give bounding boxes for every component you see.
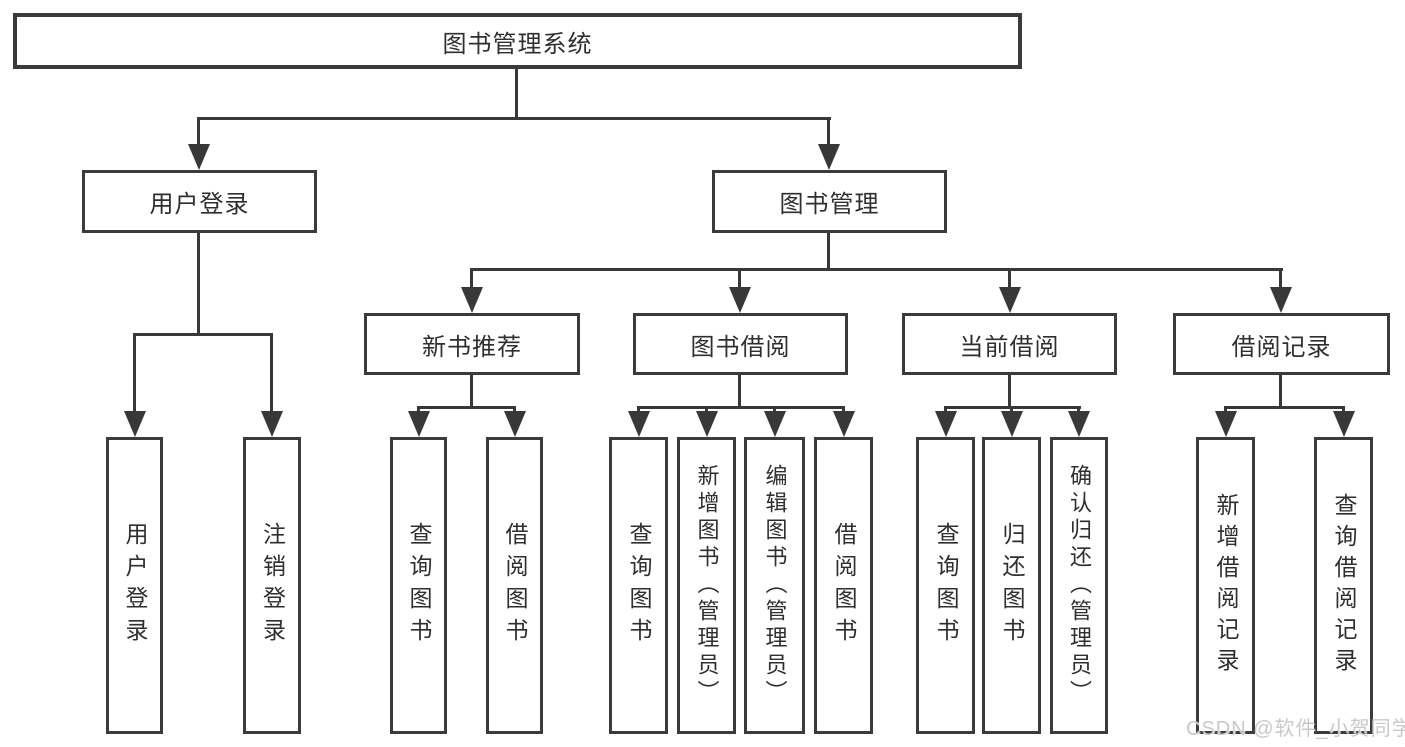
node-new-book-recommend: 新书推荐: [364, 313, 580, 375]
node-label: 图书管理: [779, 191, 880, 218]
node-logout-operation: 注销登录: [243, 437, 301, 734]
connector-line: [773, 406, 776, 415]
node-login-operation: 用户登录: [106, 437, 163, 734]
connector-line: [470, 268, 1283, 271]
connector-line: [705, 406, 708, 415]
node-record-query-borrow-record: 查询借阅记录: [1314, 437, 1373, 734]
arrow-down-icon: [504, 411, 526, 437]
connector-line: [738, 375, 741, 408]
node-label: 图书管理系统: [442, 30, 593, 58]
arrow-down-icon: [628, 411, 650, 437]
node-borrow-query-books: 查询图书: [609, 437, 668, 734]
connector-line: [270, 333, 273, 413]
connector-line: [637, 406, 845, 409]
node-label: 归还图书: [999, 521, 1025, 650]
node-label: 用户登录: [122, 521, 148, 650]
arrow-down-icon: [261, 411, 283, 437]
connector-line: [1077, 406, 1080, 415]
arrow-down-icon: [818, 144, 840, 170]
connector-line: [827, 233, 830, 270]
connector-line: [1279, 268, 1282, 290]
arrow-down-icon: [1270, 287, 1292, 313]
node-borrow-add-books-admin: 新增图书（管理员）: [677, 437, 736, 734]
node-current-borrow: 当前借阅: [902, 313, 1117, 375]
node-label: 查询借阅记录: [1331, 492, 1357, 679]
node-label: 查询图书: [933, 521, 959, 650]
connector-line: [197, 117, 200, 147]
connector-line: [827, 117, 830, 147]
node-book-management: 图书管理: [712, 170, 947, 233]
connector-line: [842, 406, 845, 415]
node-label: 确认归还（管理员）: [1067, 464, 1092, 707]
arrow-down-icon: [999, 287, 1021, 313]
node-label: 注销登录: [259, 521, 286, 650]
node-record-add-borrow-record: 新增借阅记录: [1196, 437, 1255, 734]
arrow-down-icon: [764, 411, 786, 437]
node-user-login: 用户登录: [82, 170, 317, 233]
connector-line: [1279, 375, 1282, 408]
arrow-down-icon: [1001, 411, 1023, 437]
connector-line: [1008, 268, 1011, 290]
connector-line: [1342, 406, 1345, 415]
connector-line: [470, 375, 473, 408]
connector-line: [470, 268, 473, 290]
node-current-confirm-return-admin: 确认归还（管理员）: [1050, 437, 1108, 734]
connector-line: [417, 406, 516, 409]
arrow-down-icon: [461, 287, 483, 313]
watermark: CSDN @软件_小贺同学: [1186, 718, 1405, 740]
node-label: 查询图书: [406, 521, 432, 650]
node-label: 新书推荐: [422, 333, 522, 361]
node-label: 查询图书: [626, 521, 652, 650]
arrow-down-icon: [1068, 411, 1090, 437]
connector-line: [513, 406, 516, 415]
connector-line: [738, 268, 741, 290]
node-borrow-record: 借阅记录: [1173, 313, 1390, 375]
node-recommend-query-books: 查询图书: [390, 437, 447, 734]
arrow-down-icon: [833, 411, 855, 437]
arrow-down-icon: [408, 411, 430, 437]
node-label: 借阅记录: [1231, 333, 1332, 361]
arrow-down-icon: [1333, 411, 1355, 437]
connector-line: [944, 406, 947, 415]
arrow-down-icon: [124, 411, 146, 437]
node-label: 借阅图书: [831, 521, 857, 650]
node-label: 用户登录: [149, 191, 250, 218]
connector-line: [637, 406, 640, 415]
node-current-query-books: 查询图书: [916, 437, 975, 734]
node-label: 图书借阅: [690, 333, 791, 361]
arrow-down-icon: [729, 287, 751, 313]
arrow-down-icon: [935, 411, 957, 437]
connector-line: [133, 333, 273, 336]
arrow-down-icon: [696, 411, 718, 437]
arrow-down-icon: [188, 144, 210, 170]
node-borrow-edit-books-admin: 编辑图书（管理员）: [744, 437, 805, 734]
connector-line: [197, 117, 831, 120]
connector-line: [417, 406, 420, 415]
connector-line: [1224, 406, 1345, 409]
connector-line: [515, 69, 518, 119]
connector-line: [133, 333, 136, 413]
node-book-borrow: 图书借阅: [633, 313, 848, 375]
node-current-return-books: 归还图书: [982, 437, 1041, 734]
connector-line: [1008, 375, 1011, 408]
node-borrow-borrow-books: 借阅图书: [814, 437, 873, 734]
connector-line: [1010, 406, 1013, 415]
arrow-down-icon: [1215, 411, 1237, 437]
node-label: 编辑图书（管理员）: [762, 464, 788, 707]
node-label: 新增借阅记录: [1213, 492, 1239, 679]
node-label: 当前借阅: [959, 333, 1060, 361]
connector-line: [1224, 406, 1227, 415]
node-library-management-system: 图书管理系统: [13, 13, 1022, 69]
node-label: 新增图书（管理员）: [694, 464, 720, 707]
connector-line: [197, 233, 200, 335]
node-recommend-borrow-books: 借阅图书: [486, 437, 543, 734]
node-label: 借阅图书: [502, 521, 528, 650]
